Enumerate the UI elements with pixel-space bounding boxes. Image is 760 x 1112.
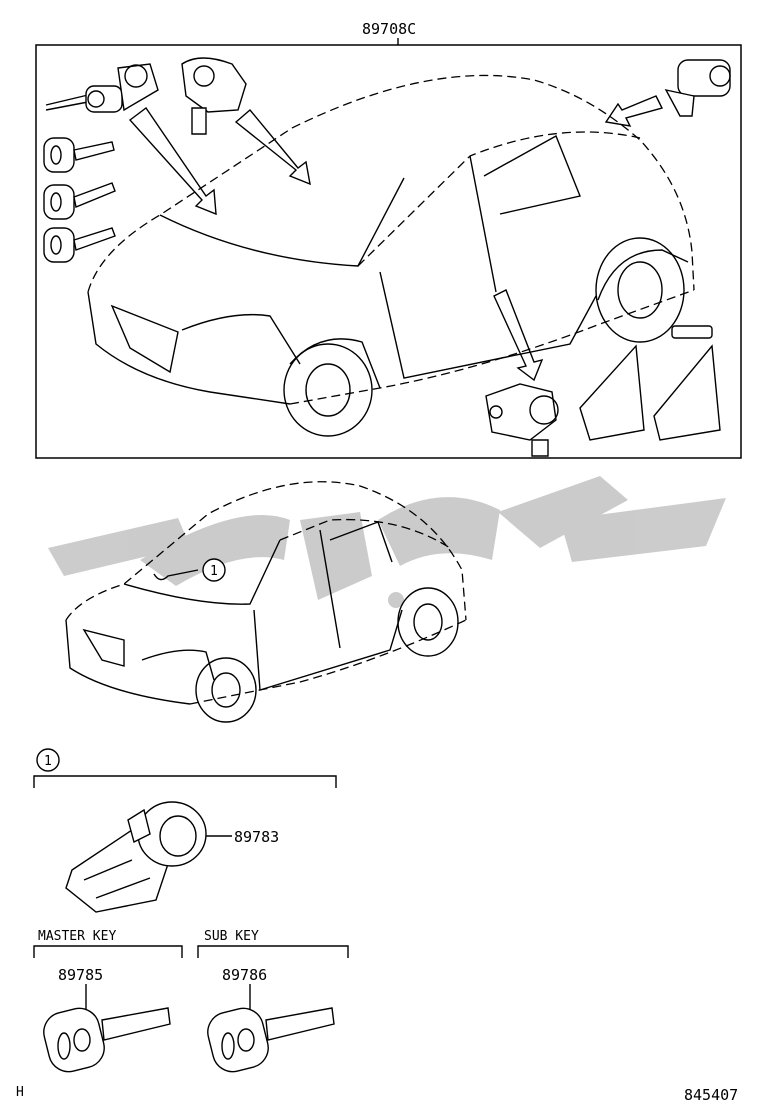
master-key-icon bbox=[43, 1007, 171, 1073]
arrow-door bbox=[493, 289, 544, 382]
key-cover-right bbox=[653, 344, 721, 441]
lock-cylinder-component bbox=[65, 801, 207, 913]
arrow-hood bbox=[234, 109, 311, 186]
arrow-ignition bbox=[128, 107, 217, 216]
key-cover-left bbox=[579, 344, 645, 441]
vehicle-outline-top bbox=[87, 74, 695, 437]
spare-key-2-icon bbox=[43, 182, 116, 220]
hood-lock-component bbox=[181, 57, 247, 135]
ignition-switch-component bbox=[45, 63, 159, 113]
master-key-part-number: 89785 bbox=[58, 966, 103, 984]
callout-circle-car bbox=[202, 558, 226, 582]
callout-number-detail: 1 bbox=[44, 754, 52, 769]
master-key-heading: MASTER KEY bbox=[38, 929, 116, 944]
footer-left-mark: H bbox=[16, 1085, 24, 1100]
illustration-number: 845407 bbox=[684, 1086, 738, 1104]
assembly-part-number: 89708C bbox=[362, 20, 416, 38]
spare-key-1-icon bbox=[43, 137, 115, 173]
spare-key-3-icon bbox=[43, 227, 116, 263]
door-lock-component bbox=[485, 383, 559, 457]
sub-key-part-number: 89786 bbox=[222, 966, 267, 984]
callout-circle-detail bbox=[36, 748, 60, 772]
callout-number-car: 1 bbox=[210, 564, 218, 579]
vehicle-outline-middle bbox=[65, 481, 467, 723]
back-door-lock-component bbox=[664, 59, 731, 117]
assembly-frame bbox=[35, 44, 742, 459]
watermark-logo bbox=[48, 476, 726, 608]
lock-cylinder-part-number: 89783 bbox=[234, 828, 279, 846]
sub-key-icon bbox=[207, 1007, 335, 1073]
transponder-chip-icon bbox=[671, 325, 713, 339]
sub-key-bracket bbox=[197, 945, 349, 958]
detail-bracket bbox=[33, 775, 337, 788]
master-key-bracket bbox=[33, 945, 183, 958]
sub-key-heading: SUB KEY bbox=[204, 929, 259, 944]
arrow-back-door bbox=[604, 95, 664, 127]
